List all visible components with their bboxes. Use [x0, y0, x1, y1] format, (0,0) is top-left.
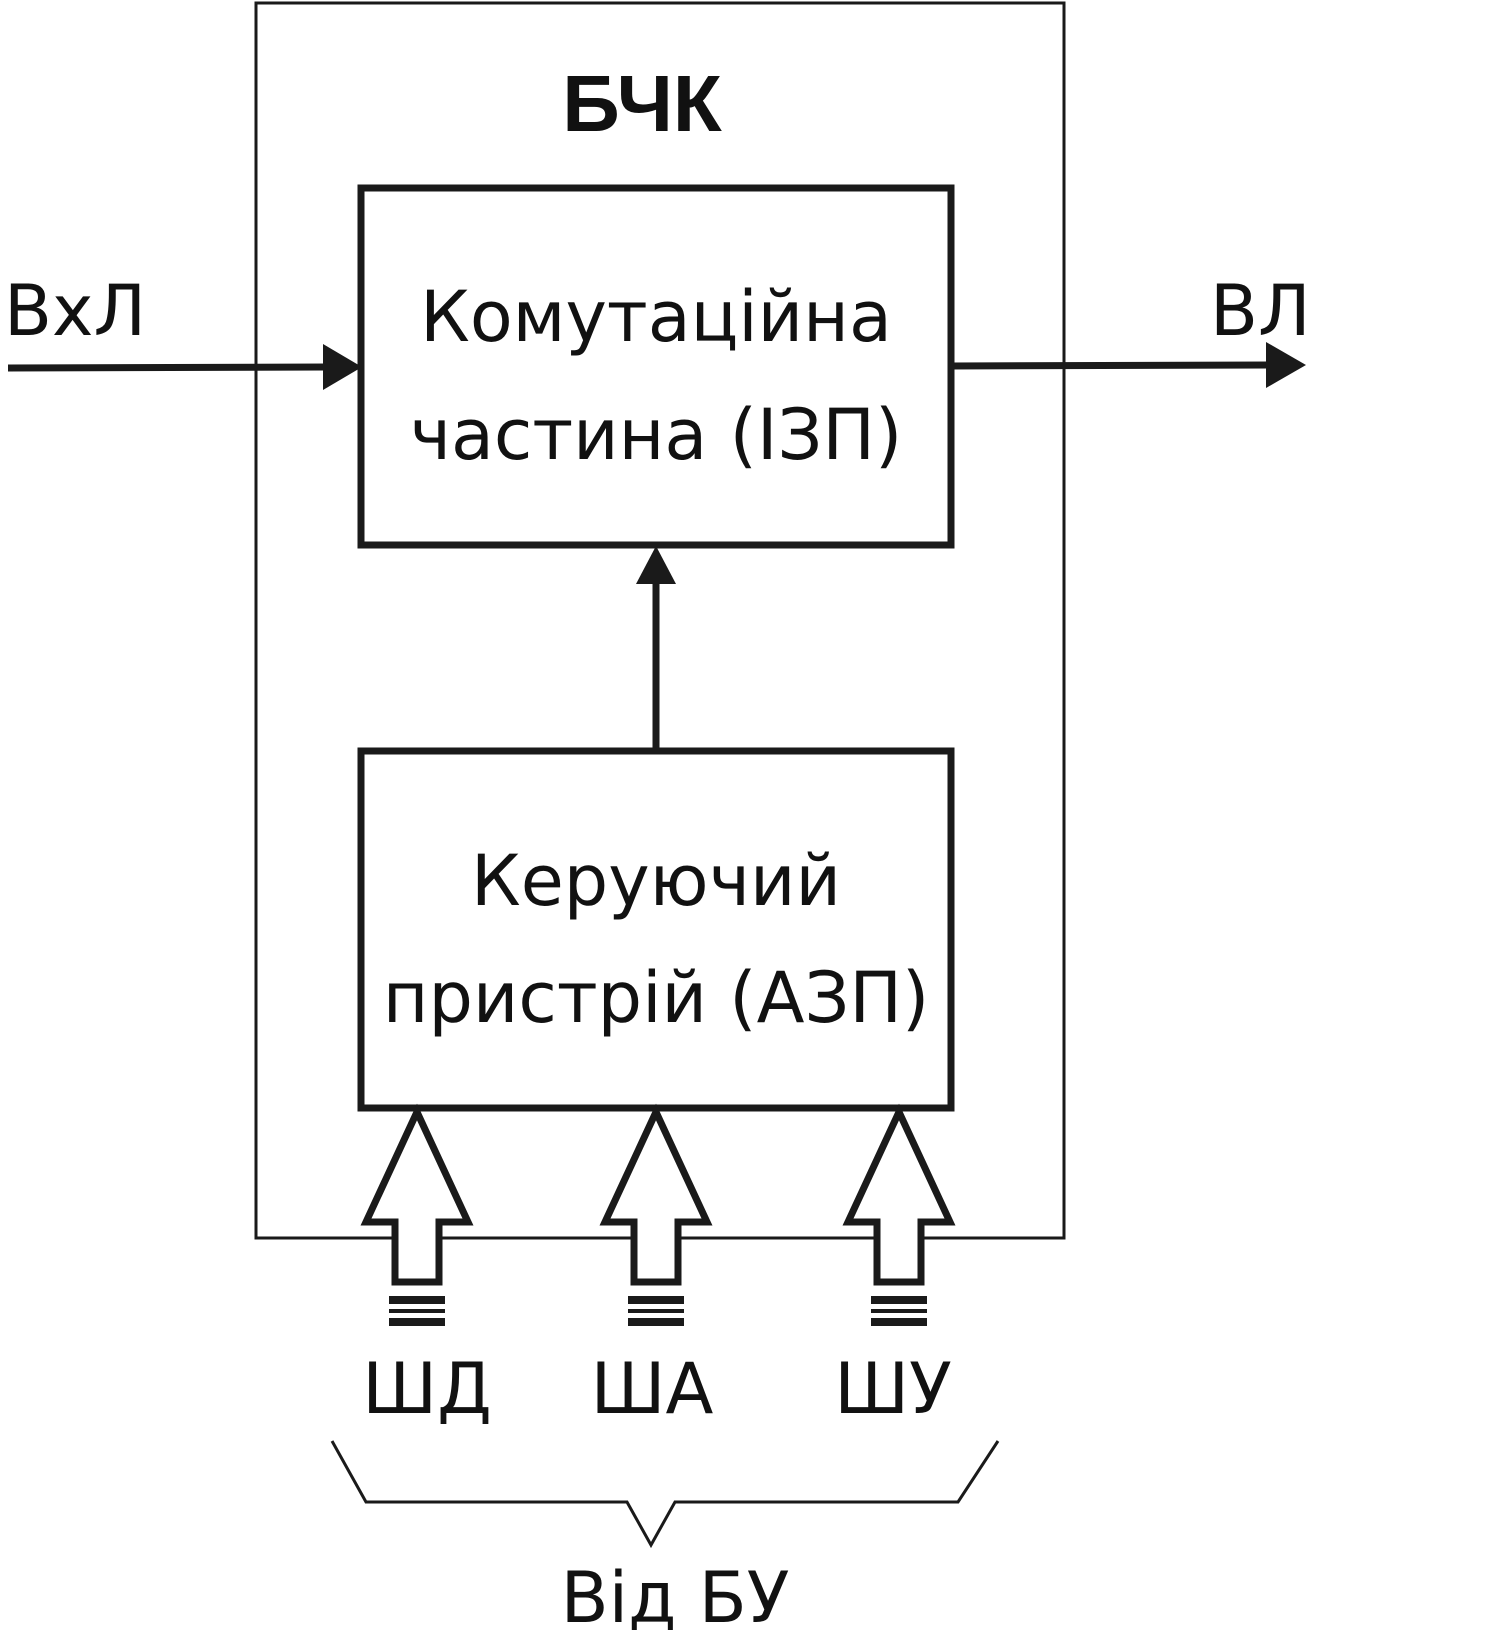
control-block-label-line1: Керуючий — [471, 840, 841, 922]
bus-label-address: ША — [591, 1348, 714, 1430]
data-bus-arrow — [360, 1103, 474, 1326]
switching-block — [357, 184, 955, 549]
address-bus-arrow — [599, 1103, 713, 1326]
bus-group-brace — [330, 1440, 1000, 1549]
switching-block-label-line2: частина (ІЗП) — [410, 394, 903, 476]
control-block-label-line2: пристрій (АЗП) — [383, 957, 930, 1039]
control-bus-arrow — [842, 1103, 956, 1326]
control-to-switching-arrowhead — [636, 546, 676, 584]
input-line-arrow-shaft — [7, 363, 329, 372]
bus-label-control: ШУ — [834, 1348, 952, 1430]
bus-label-data: ШД — [362, 1348, 492, 1430]
output-line-arrowhead — [1266, 342, 1306, 388]
input-line-arrowhead — [323, 344, 362, 390]
bus-source-label: Від БУ — [561, 1557, 790, 1630]
control-block — [357, 747, 955, 1112]
output-line-arrow-shaft — [950, 361, 1271, 370]
diagram-title: БЧК — [562, 59, 722, 148]
input-line-label: ВхЛ — [4, 270, 146, 352]
output-line-label: ВЛ — [1210, 270, 1311, 352]
switching-block-label-line1: Комутаційна — [420, 276, 892, 358]
